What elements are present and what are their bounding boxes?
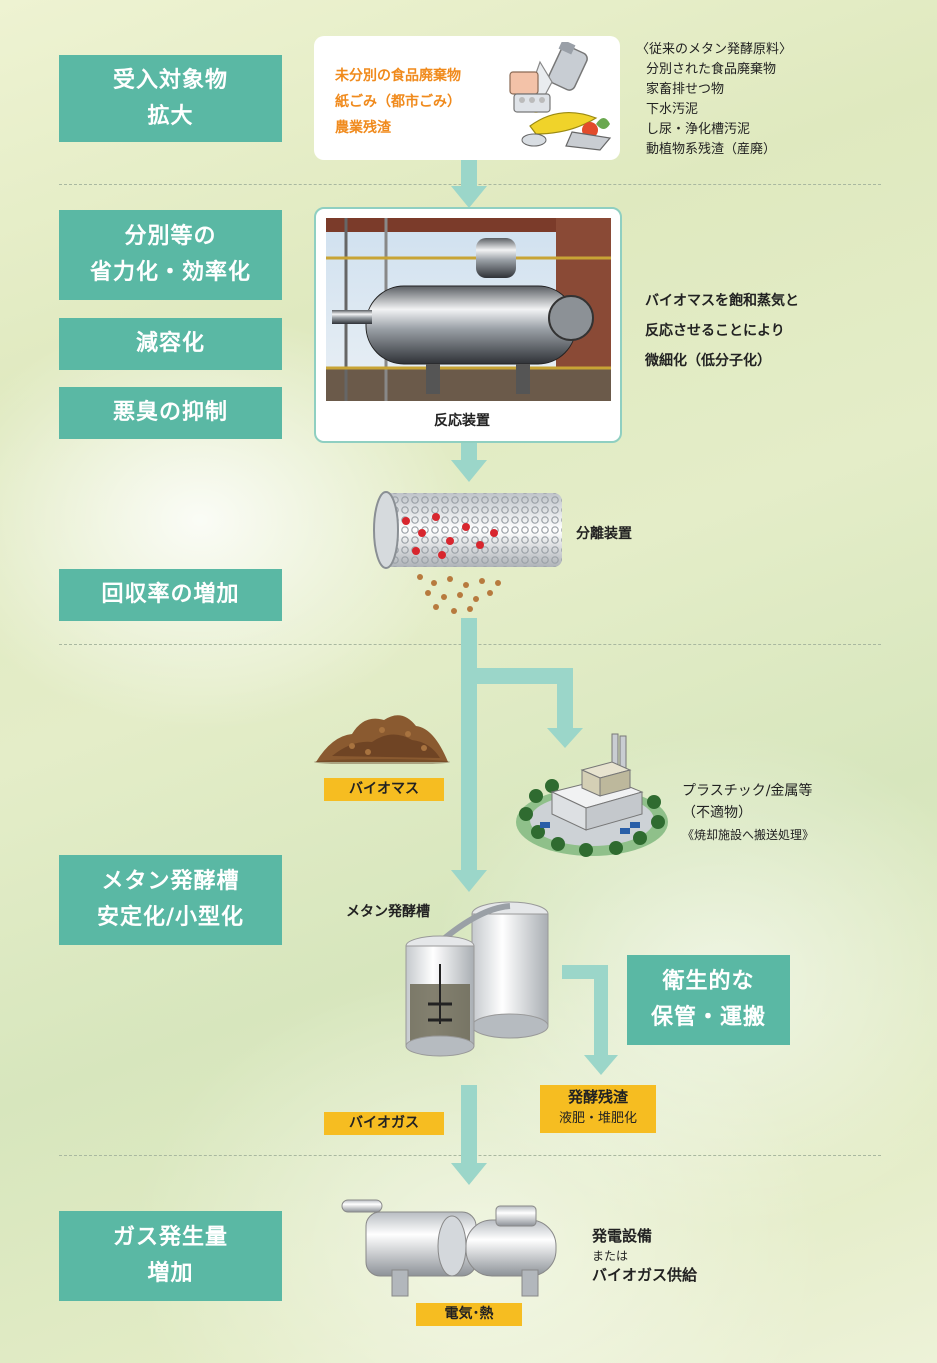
flow-arrow — [461, 1085, 477, 1165]
power-line3: バイオガス供給 — [592, 1266, 698, 1284]
stage-label-digester: メタン発酵槽 安定化/小型化 — [59, 855, 282, 945]
conventional-item: 分別された食品廃棄物 — [646, 62, 777, 77]
food-waste-icon — [509, 42, 612, 151]
reactor-description: バイオマスを飽和蒸気と — [645, 293, 799, 309]
separator-image — [373, 491, 562, 614]
stage-label-labor-saving: 分別等の 省力化・効率化 — [59, 210, 282, 300]
power-line2: または — [592, 1249, 629, 1263]
flow-arrow-head — [547, 728, 583, 748]
conventional-item: 動植物系残渣（産廃） — [646, 142, 777, 157]
flow-arrow — [461, 618, 477, 873]
reactor-caption: 反応装置 — [434, 413, 490, 429]
incineration-plant-image — [516, 733, 668, 857]
intake-line: 農業残渣 — [335, 120, 391, 136]
flow-branch — [557, 668, 573, 730]
intake-line: 未分別の食品廃棄物 — [335, 68, 461, 84]
digester-caption: メタン発酵槽 — [346, 904, 430, 920]
plastic-note: 《焼却施設へ搬送処理》 — [682, 828, 815, 842]
residue-line1: 発酵残渣 — [567, 1088, 628, 1106]
conventional-item: 家畜排せつ物 — [646, 82, 725, 97]
flow-branch — [461, 668, 573, 684]
biogas-tag: バイオガス — [324, 1112, 444, 1135]
flow-arrow — [461, 160, 477, 188]
residue-line2: 液肥・堆肥化 — [558, 1111, 637, 1126]
conventional-item: 下水汚泥 — [646, 102, 699, 117]
stage-label-intake: 受入対象物 拡大 — [59, 55, 282, 142]
flow-arrow-head — [451, 186, 487, 208]
residue-tag: 発酵残渣 液肥・堆肥化 — [540, 1085, 656, 1133]
stage-label-gas: ガス発生量 増加 — [59, 1211, 282, 1301]
stage-label-recovery: 回収率の増加 — [59, 569, 282, 621]
stage-label-odor: 悪臭の抑制 — [59, 387, 282, 439]
output-tag: 電気･熱 — [416, 1303, 522, 1326]
digester-image — [405, 901, 549, 1057]
separator-caption: 分離装置 — [576, 526, 632, 542]
generator-image — [341, 1199, 557, 1297]
flow-arrow — [461, 440, 477, 462]
flow-arrow-head — [451, 1163, 487, 1185]
plastic-line: （不適物） — [682, 805, 752, 821]
hygiene-label: 衛生的な 保管・運搬 — [627, 955, 790, 1045]
reactor-image — [326, 218, 611, 401]
biomass-pile-image — [314, 715, 450, 764]
biomass-tag: バイオマス — [324, 778, 444, 801]
reactor-description: 反応させることにより — [645, 323, 785, 339]
plastic-line: プラスチック/金属等 — [682, 783, 813, 799]
power-line1: 発電設備 — [592, 1227, 653, 1245]
reactor-description: 微細化（低分子化） — [645, 353, 771, 369]
flow-branch — [594, 965, 608, 1057]
flow-arrow-head — [584, 1055, 618, 1075]
conventional-item: し尿・浄化槽汚泥 — [646, 122, 751, 137]
flow-arrow-head — [451, 460, 487, 482]
stage-label-volume-reduction: 減容化 — [59, 318, 282, 370]
flow-arrow-head — [451, 870, 487, 892]
conventional-title: 〈従来のメタン発酵原料〉 — [636, 42, 793, 57]
intake-line: 紙ごみ（都市ごみ） — [335, 94, 461, 110]
